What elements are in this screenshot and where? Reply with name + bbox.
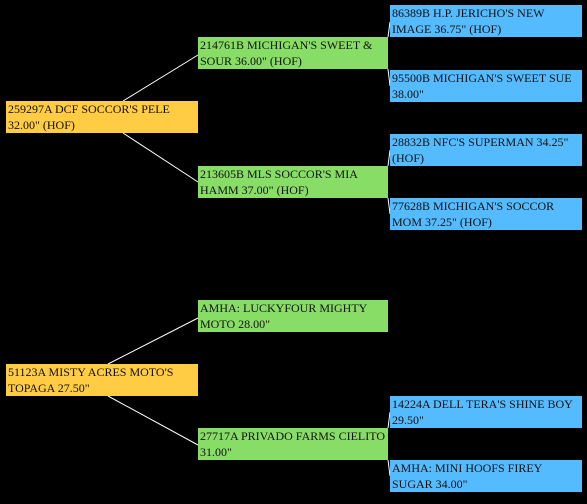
pedigree1-sire-sire[interactable]: 86389B H.P. JERICHO'S NEW IMAGE 36.75" (… — [390, 5, 582, 37]
pedigree1-sire-sire-label: 86389B H.P. JERICHO'S NEW IMAGE 36.75" (… — [392, 6, 545, 36]
pedigree1-sire-label: 214761B MICHIGAN'S SWEET & SOUR 36.00" (… — [200, 38, 373, 68]
pedigree1-dam-sire-label: 28832B NFC'S SUPERMAN 34.25" (HOF) — [392, 135, 569, 165]
connector-p2-dam-sire — [387, 411, 391, 429]
connector-p2-subject-dam — [107, 395, 199, 446]
pedigree1-dam-sire[interactable]: 28832B NFC'S SUPERMAN 34.25" (HOF) — [390, 134, 582, 166]
connector-p2-subject-sire — [107, 317, 199, 365]
connector-p1-sire-sire — [387, 21, 391, 38]
pedigree2-dam-dam[interactable]: AMHA: MINI HOOFS FIREY SUGAR 34.00" — [390, 460, 582, 492]
pedigree2-subject-label: 51123A MISTY ACRES MOTO'S TOPAGA 27.50" — [8, 365, 174, 395]
pedigree1-dam-label: 213605B MLS SOCCOR'S MIA HAMM 37.00" (HO… — [200, 167, 358, 197]
pedigree2-dam-label: 27717A PRIVADO FARMS CIELITO 31.00" — [200, 429, 386, 459]
pedigree1-dam-dam-label: 77628B MICHIGAN'S SOCCOR MOM 37.25" (HOF… — [392, 199, 555, 229]
pedigree1-dam-dam[interactable]: 77628B MICHIGAN'S SOCCOR MOM 37.25" (HOF… — [390, 198, 582, 230]
pedigree2-subject[interactable]: 51123A MISTY ACRES MOTO'S TOPAGA 27.50" — [6, 364, 198, 396]
connector-p1-dam-sire — [387, 149, 391, 167]
connector-p1-sire-dam — [387, 68, 391, 87]
pedigree1-dam[interactable]: 213605B MLS SOCCOR'S MIA HAMM 37.00" (HO… — [198, 166, 388, 198]
pedigree2-sire[interactable]: AMHA: LUCKYFOUR MIGHTY MOTO 28.00" — [198, 300, 388, 332]
pedigree1-subject[interactable]: 259297A DCF SOCCOR'S PELE 32.00" (HOF) — [6, 101, 198, 133]
pedigree2-dam-dam-label: AMHA: MINI HOOFS FIREY SUGAR 34.00" — [392, 461, 542, 491]
connector-p1-dam-dam — [387, 197, 391, 215]
pedigree2-dam-sire[interactable]: 14224A DELL TERA'S SHINE BOY 29.50" — [390, 396, 582, 428]
pedigree1-sire-dam[interactable]: 95500B MICHIGAN'S SWEET SUE 38.00" — [390, 70, 582, 102]
pedigree1-subject-label: 259297A DCF SOCCOR'S PELE 32.00" (HOF) — [8, 102, 170, 132]
connector-p2-dam-dam — [387, 459, 391, 477]
connector-p1-subject-dam — [122, 132, 199, 183]
pedigree2-dam[interactable]: 27717A PRIVADO FARMS CIELITO 31.00" — [198, 428, 388, 460]
pedigree2-dam-sire-label: 14224A DELL TERA'S SHINE BOY 29.50" — [392, 397, 573, 427]
connector-p1-subject-sire — [122, 54, 199, 102]
pedigree1-sire-dam-label: 95500B MICHIGAN'S SWEET SUE 38.00" — [392, 71, 572, 101]
pedigree1-sire[interactable]: 214761B MICHIGAN'S SWEET & SOUR 36.00" (… — [198, 37, 388, 69]
pedigree2-sire-label: AMHA: LUCKYFOUR MIGHTY MOTO 28.00" — [200, 301, 367, 331]
